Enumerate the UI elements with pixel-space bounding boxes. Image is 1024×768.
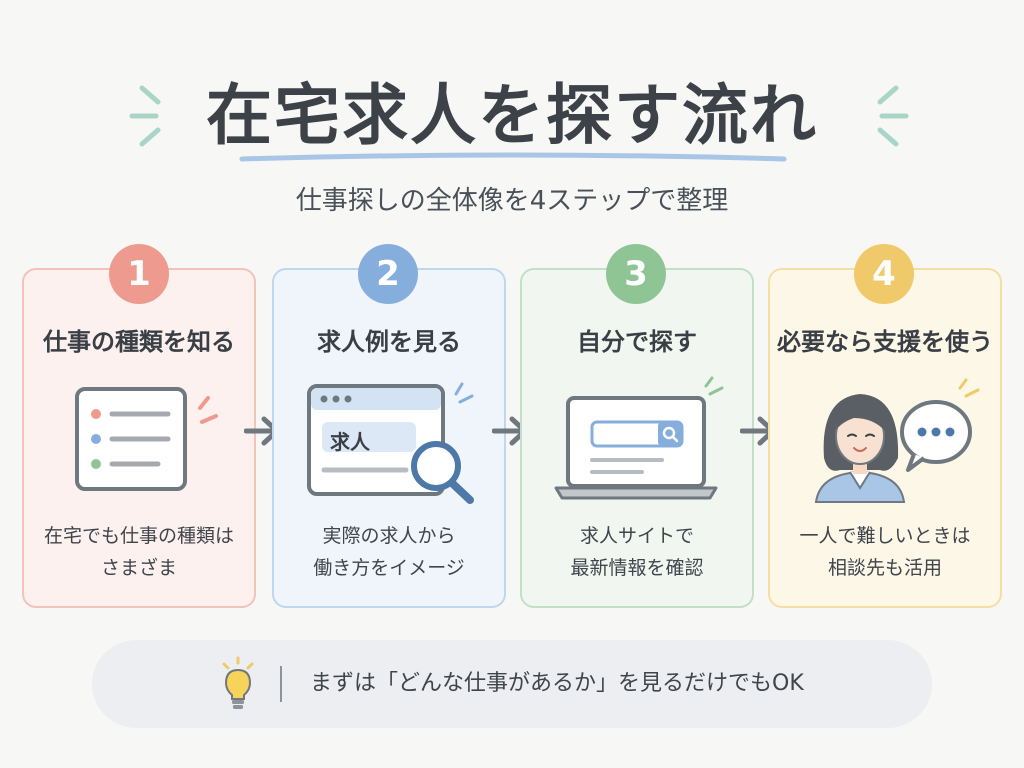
tip-divider bbox=[280, 666, 282, 702]
step-desc-2: 実際の求人から 働き方をイメージ bbox=[313, 525, 465, 579]
step-badge-4: 4 bbox=[854, 244, 914, 304]
browser-search-icon bbox=[307, 382, 474, 504]
title-underline bbox=[239, 152, 787, 162]
sparkle-left-icon bbox=[129, 85, 161, 147]
step-badge-3: 3 bbox=[606, 244, 666, 304]
sparkle-right-icon bbox=[877, 85, 909, 147]
step-title-1: 仕事の種類を知る bbox=[43, 328, 235, 356]
page-title: 在宅求人を探す流れ bbox=[206, 77, 818, 154]
step-badge-2: 2 bbox=[358, 244, 418, 304]
advisor-chat-icon bbox=[814, 378, 980, 503]
laptop-search-icon bbox=[554, 376, 724, 500]
step-title-3: 自分で探す bbox=[577, 328, 697, 356]
step-desc-4: 一人で難しいときは 相談先も活用 bbox=[799, 525, 971, 579]
list-icon bbox=[75, 387, 218, 491]
search-label: 求人 bbox=[330, 430, 370, 454]
step-title-2: 求人例を見る bbox=[317, 328, 461, 356]
tip-text: まずは「どんな仕事があるか」を見るだけでもOK bbox=[310, 671, 804, 696]
step-desc-1: 在宅でも仕事の種類は さまざま bbox=[43, 525, 234, 579]
step-badge-1: 1 bbox=[109, 244, 169, 304]
page-subtitle: 仕事探しの全体像を4ステップで整理 bbox=[295, 186, 729, 216]
lightbulb-icon bbox=[222, 656, 254, 709]
step-desc-3: 求人サイトで 最新情報を確認 bbox=[570, 525, 704, 579]
step-title-4: 必要なら支援を使う bbox=[777, 328, 993, 356]
